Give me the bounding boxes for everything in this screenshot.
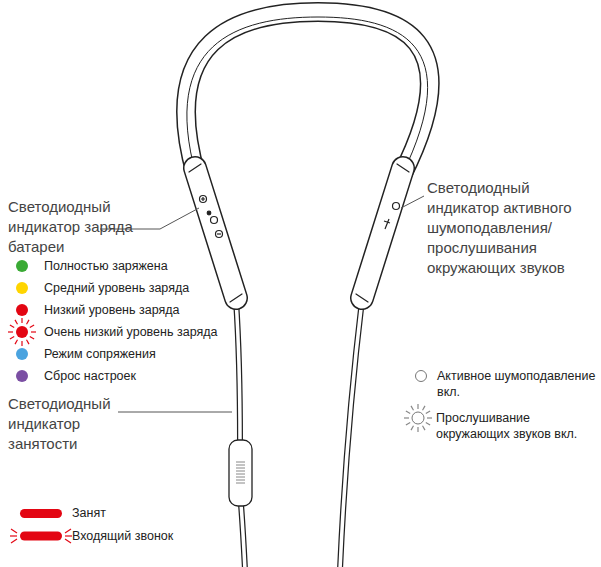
- callout-label: Светодиодный индикатор занятости: [8, 394, 136, 454]
- callout-label: Светодиодный индикатор заряда батареи: [8, 197, 136, 257]
- led-swatch: [16, 260, 28, 272]
- legend-text: Средний уровень заряда: [44, 280, 244, 296]
- legend-text: Активное шумоподавление вкл.: [437, 368, 597, 400]
- legend-text: Сброс настроек: [44, 368, 244, 384]
- legend-text: Очень низкий уровень заряда: [44, 324, 244, 340]
- led-swatch: [16, 348, 28, 360]
- led-swatch: [415, 370, 427, 382]
- legend-text: Полностью заряжена: [44, 258, 244, 274]
- legend-text: Занят: [72, 505, 272, 521]
- legend-text: Низкий уровень заряда: [44, 302, 244, 318]
- legend-text: Прослушивание окружающих звуков вкл.: [436, 410, 596, 442]
- callout-label: Светодиодный индикатор активного шумопод…: [427, 178, 597, 278]
- legend-text: Входящий звонок: [72, 528, 272, 544]
- legend-text: Режим сопряжения: [44, 346, 244, 362]
- led-swatch: [16, 304, 28, 316]
- busy-bar-swatch: [20, 509, 62, 518]
- led-swatch: [16, 370, 28, 382]
- led-swatch: [16, 282, 28, 294]
- blinking-indicator-symbol: [11, 521, 71, 551]
